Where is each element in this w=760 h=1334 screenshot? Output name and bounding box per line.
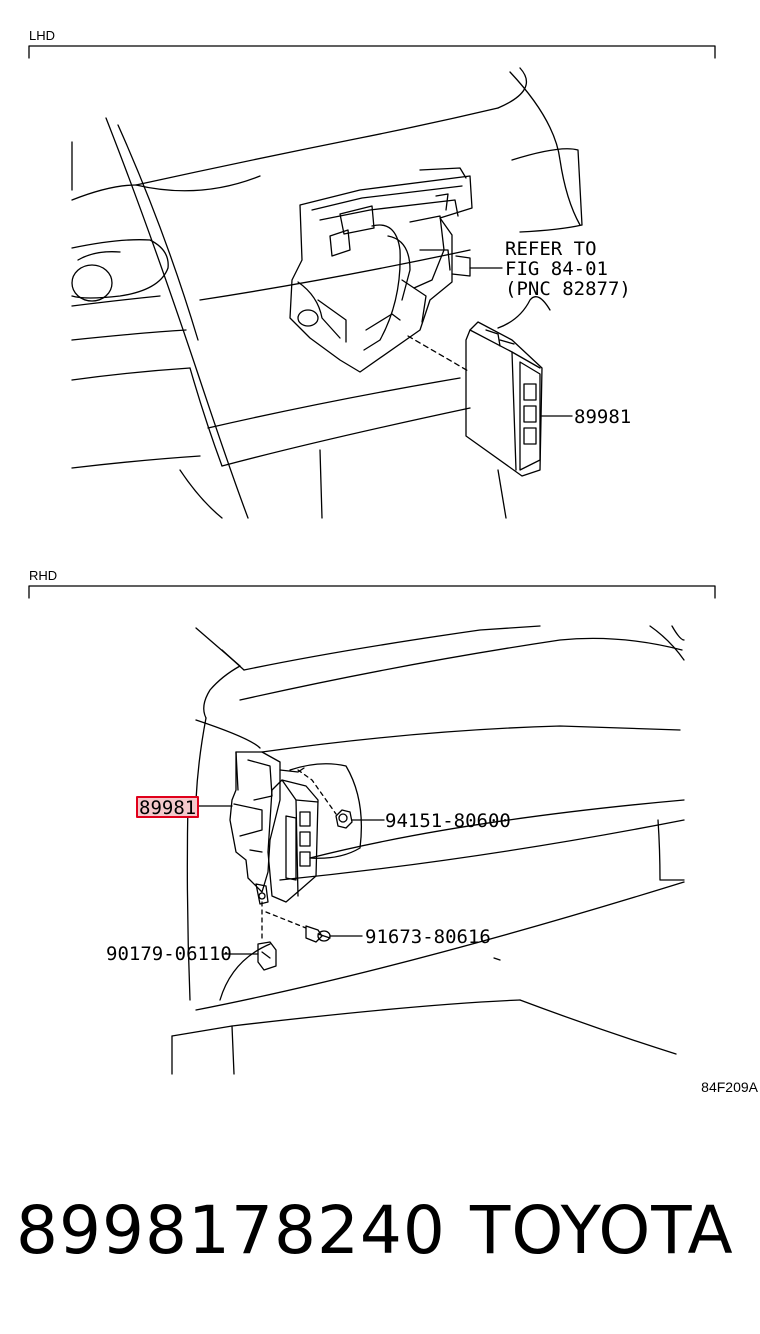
rhd-bolt-callout[interactable]: 91673-80616 xyxy=(365,926,491,948)
lhd-module-drawing xyxy=(465,321,543,477)
part-number: 8998178240 xyxy=(16,1192,446,1269)
lhd-refer-line2: FIG 84-01 xyxy=(505,258,608,280)
rhd-module-drawing xyxy=(267,779,319,903)
lhd-refer-line3: (PNC 82877) xyxy=(505,278,631,300)
lhd-section-bracket xyxy=(28,45,716,59)
lhd-refer-line1: REFER TO xyxy=(505,238,597,260)
lhd-section-label: LHD xyxy=(29,28,56,43)
rhd-module-highlight xyxy=(136,796,199,818)
rhd-section-bracket xyxy=(28,585,716,599)
lhd-module-callout: 89981 xyxy=(574,406,631,428)
rhd-clip-drawing xyxy=(257,941,277,971)
rhd-clip-callout[interactable]: 90179-06110 xyxy=(106,943,232,965)
rhd-section-label: RHD xyxy=(29,568,58,583)
rhd-bolt-drawing xyxy=(305,925,331,943)
rhd-bracket-drawing xyxy=(229,751,305,905)
rhd-dashboard-drawing xyxy=(171,625,685,1075)
lhd-dashboard-drawing xyxy=(71,67,583,519)
rhd-nut-callout[interactable]: 94151-80600 xyxy=(385,810,511,832)
brand-name: TOYOTA xyxy=(470,1192,734,1269)
figure-code: 84F209A xyxy=(701,1079,758,1095)
rhd-module-callout[interactable]: 89981 xyxy=(139,797,196,819)
rhd-nut-drawing xyxy=(335,809,353,829)
